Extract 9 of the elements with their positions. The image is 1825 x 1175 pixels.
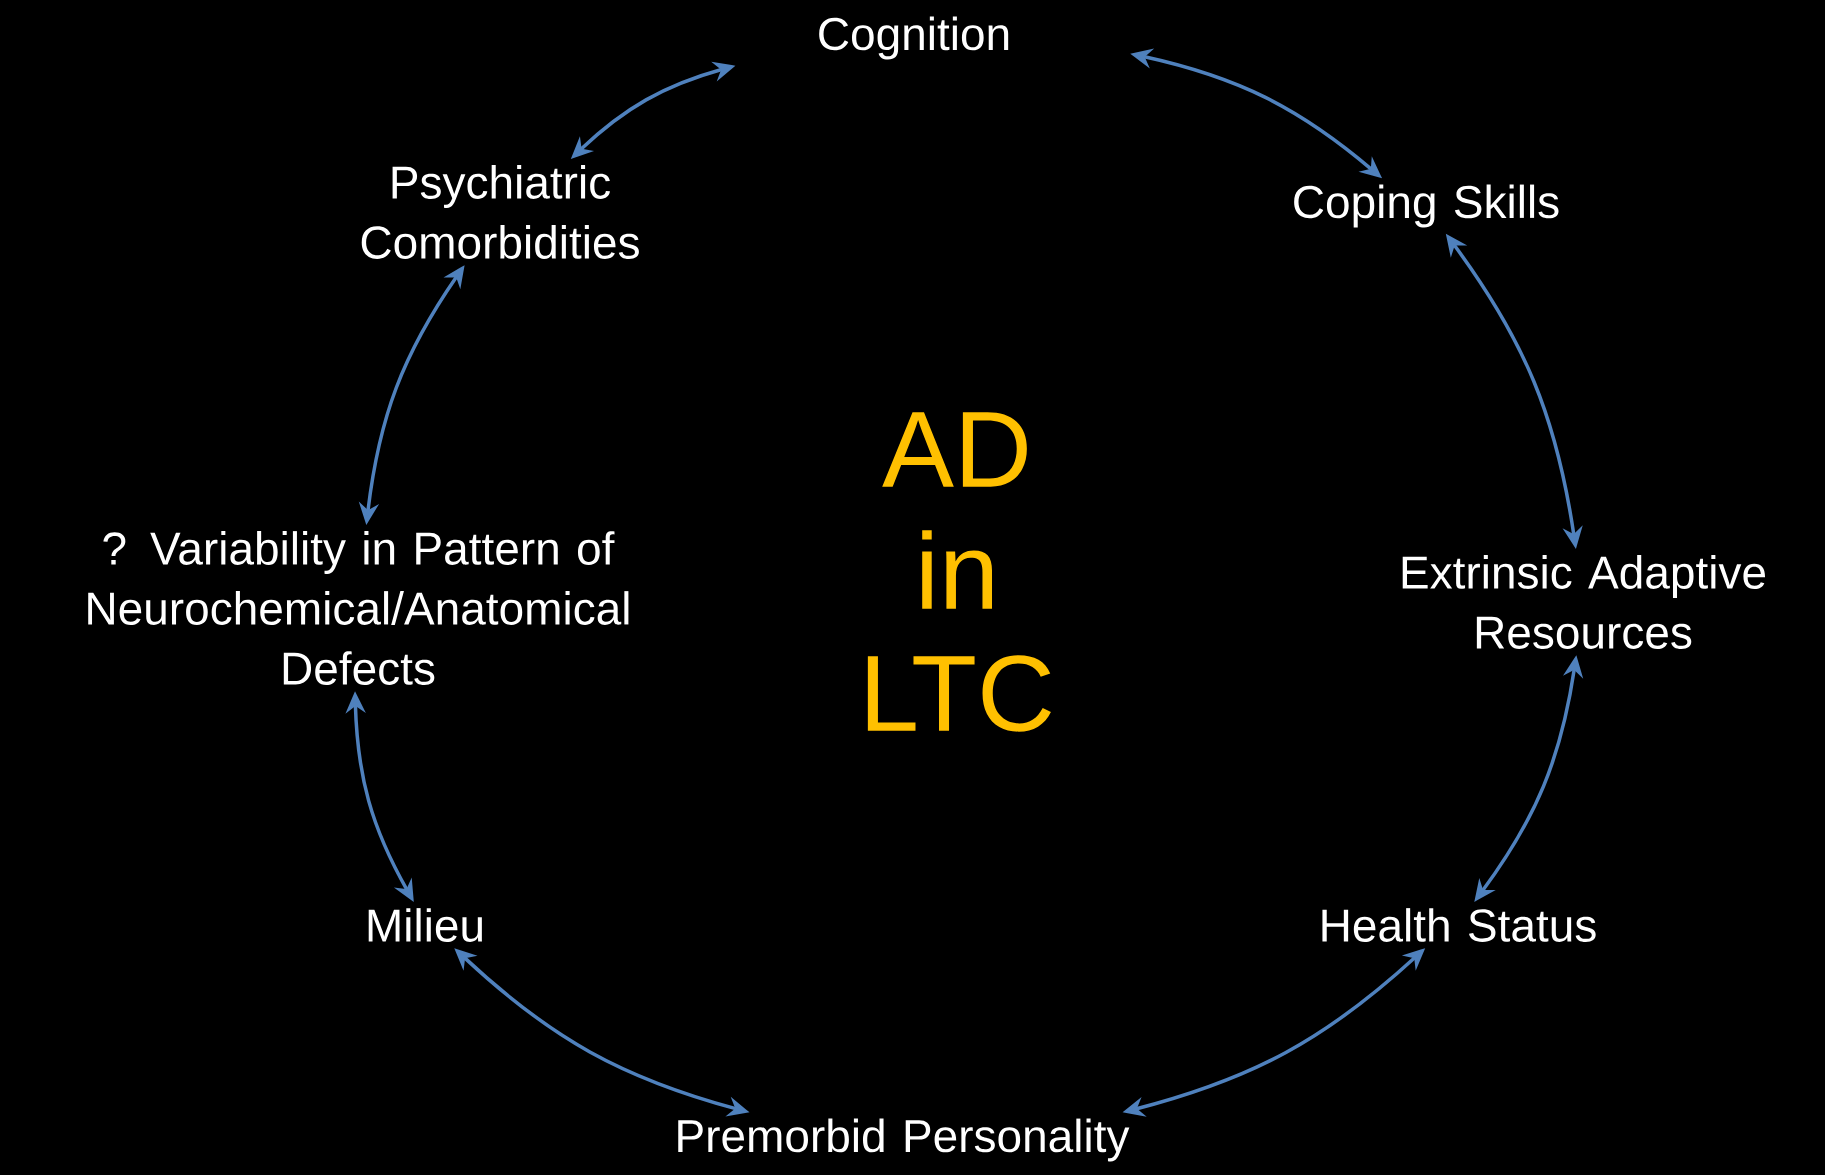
node-label: Premorbid Personality	[678, 1118, 1130, 1162]
node-label: ? Variability in Pattern of Neurochemical/Anatomical Defects	[88, 531, 629, 685]
node-label: Health Status	[1322, 908, 1596, 942]
node-label: Psychiatric Comorbidities	[361, 165, 639, 259]
node-label: Milieu	[368, 908, 482, 942]
node-label: Cognition	[819, 16, 1009, 60]
node-label: Coping Skills	[1294, 184, 1559, 228]
node-label: Extrinsic Adaptive Resources	[1402, 555, 1765, 649]
center-title: AD in LTC	[867, 412, 1051, 732]
